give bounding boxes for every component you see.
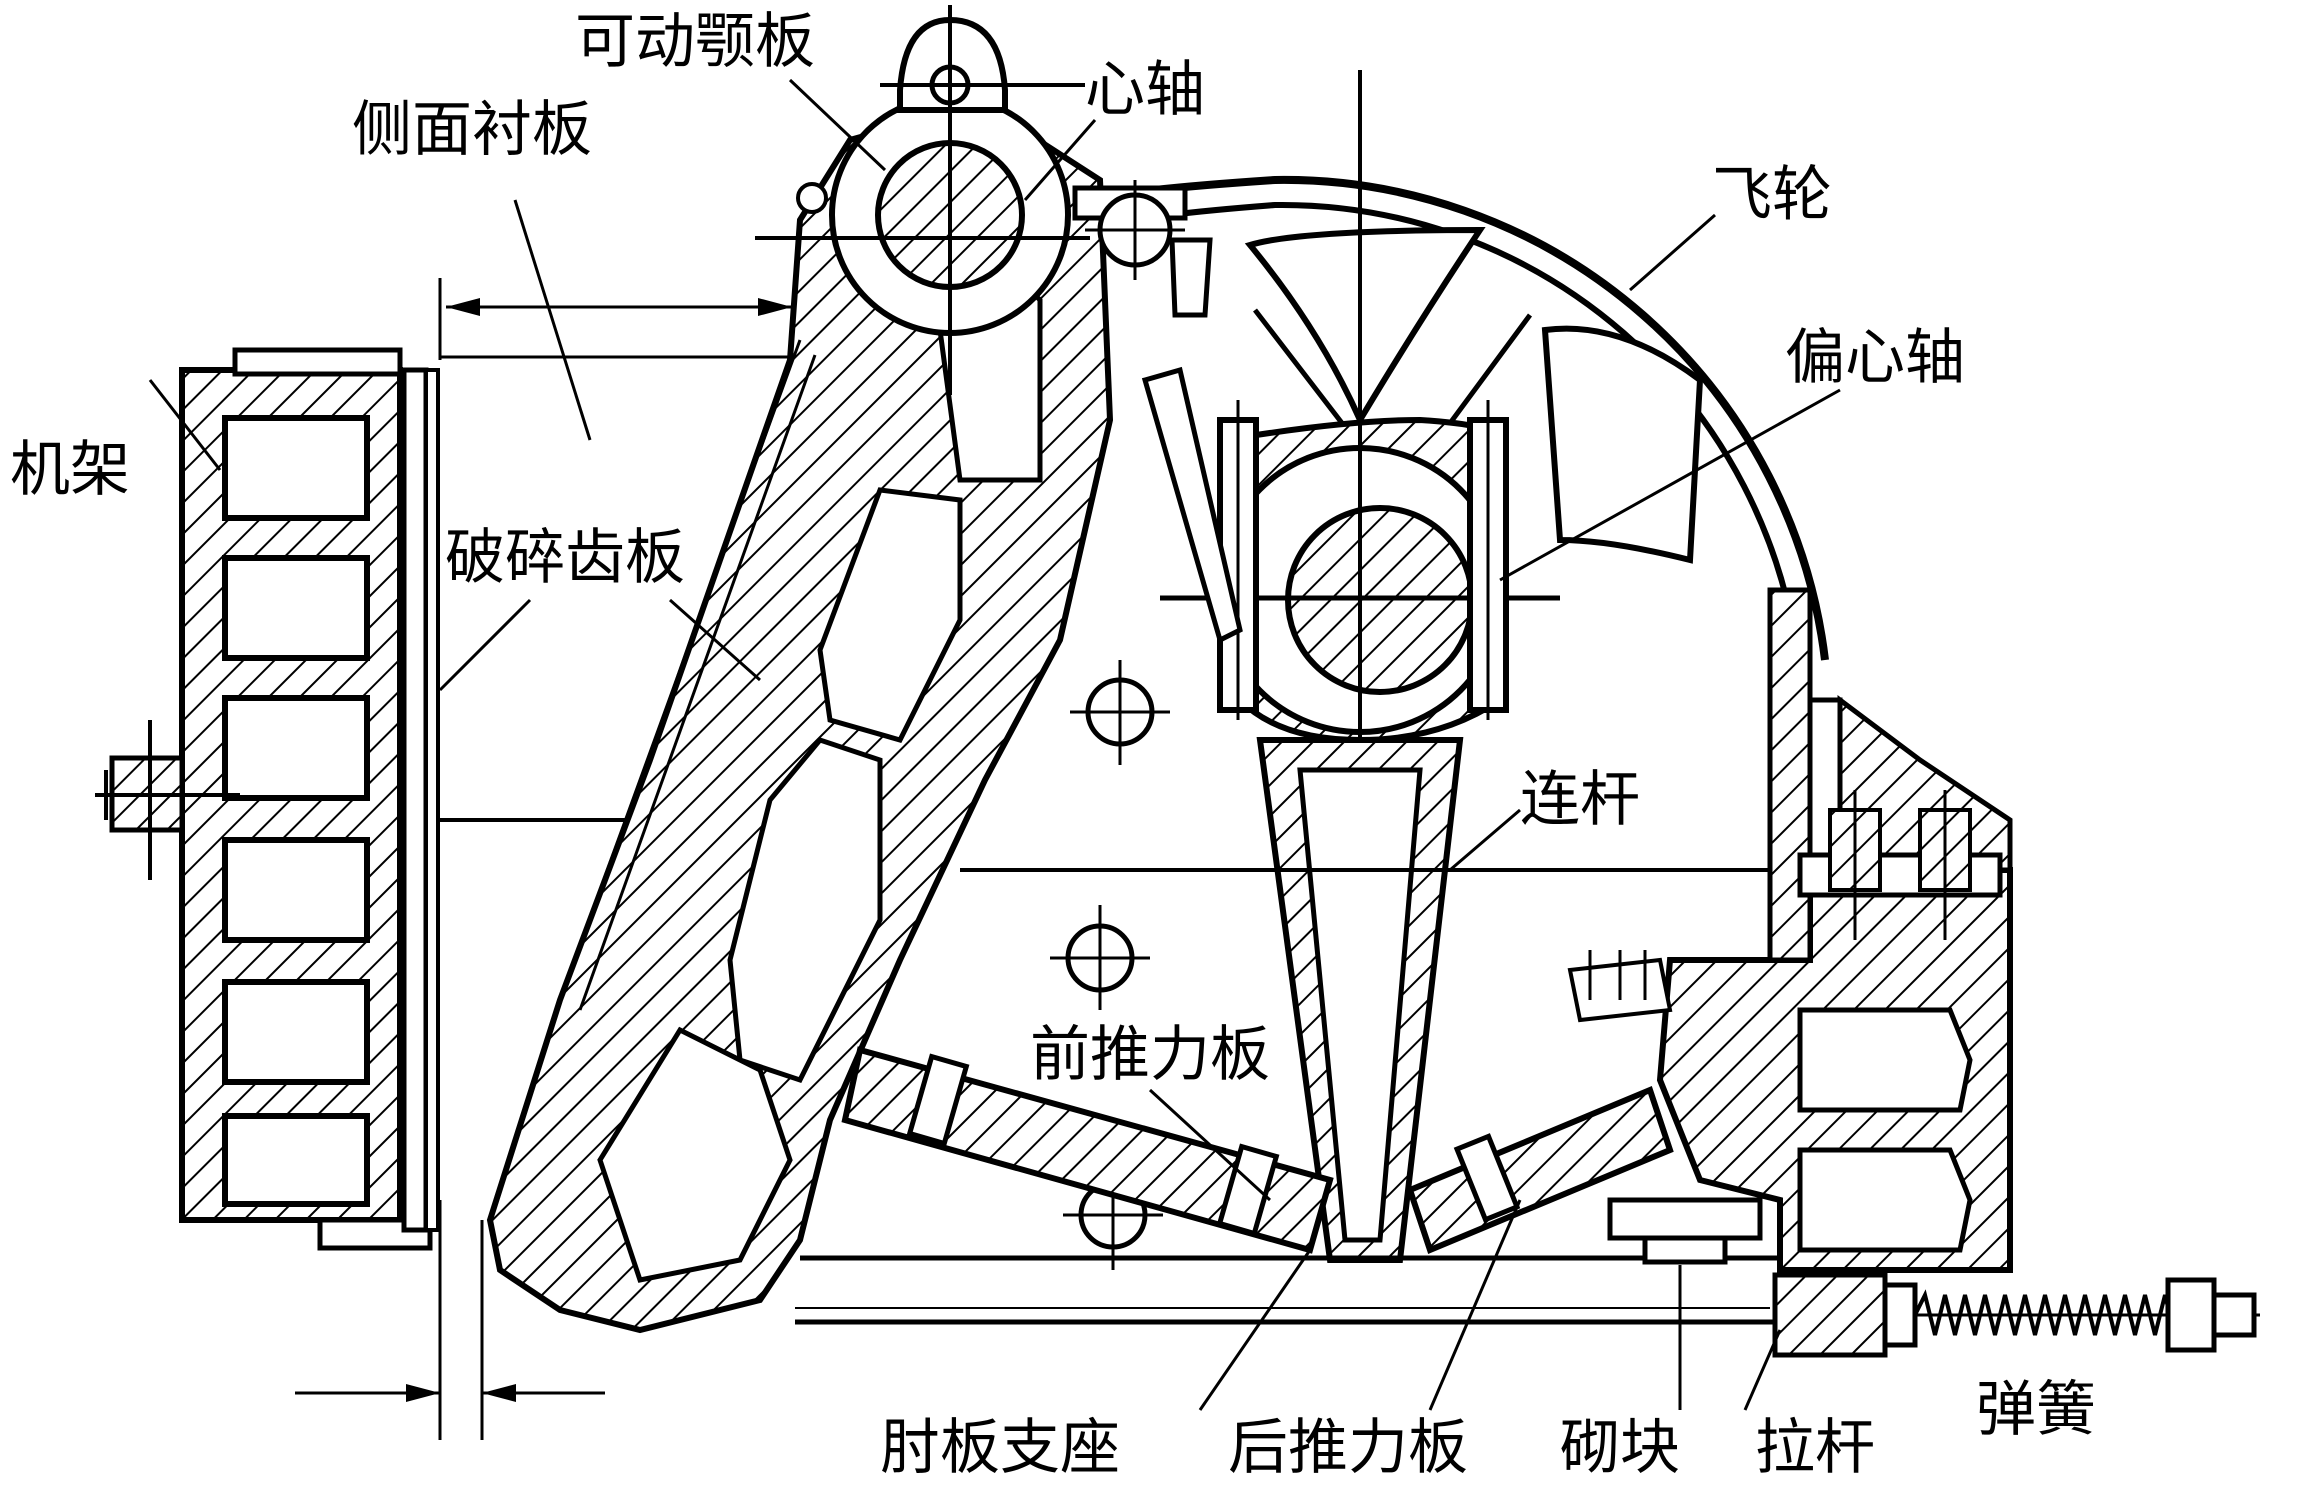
shim-block xyxy=(1567,950,1763,1265)
dimension-bottom xyxy=(295,1384,605,1402)
label-spindle: 心轴 xyxy=(1085,55,1205,125)
label-rear-toggle: 后推力板 xyxy=(1228,1413,1468,1483)
eccentric-shaft xyxy=(1160,70,1560,1240)
label-eccentric-shaft: 偏心轴 xyxy=(1785,323,1965,393)
leader-lines xyxy=(148,78,1841,1411)
labels: 可动颚板 心轴 侧面衬板 飞轮 偏心轴 机架 破碎齿板 连杆 前推力板 肘板支座… xyxy=(10,7,2096,1483)
frame-horizontal-lines xyxy=(795,868,1970,1325)
label-front-toggle: 前推力板 xyxy=(1030,1020,1270,1090)
frame-left-wall xyxy=(179,347,433,1251)
tie-rod-spring xyxy=(1772,1272,2260,1358)
label-tie-rod: 拉杆 xyxy=(1755,1413,1875,1483)
frame-side-bolt xyxy=(95,720,240,880)
frame-rear-block xyxy=(1656,587,2013,1273)
movable-jaw xyxy=(486,111,1114,1334)
dimension-top xyxy=(440,290,802,360)
rod-guide xyxy=(1141,366,1243,644)
frame-bolts xyxy=(1828,790,1972,940)
label-shim-block: 砌块 xyxy=(1560,1413,1680,1483)
label-frame: 机架 xyxy=(10,435,130,505)
label-crushing-plate: 破碎齿板 xyxy=(445,523,685,593)
label-side-liner: 侧面衬板 xyxy=(352,95,592,165)
rear-toggle-plate xyxy=(1406,1085,1674,1255)
label-spring: 弹簧 xyxy=(1976,1375,2096,1445)
label-toggle-seat: 肘板支座 xyxy=(880,1413,1120,1483)
spindle-hanger xyxy=(880,5,1085,130)
label-movable-jaw: 可动颚板 xyxy=(575,7,815,77)
spindle xyxy=(755,40,1090,395)
label-connecting-rod: 连杆 xyxy=(1520,765,1640,835)
label-flywheel: 飞轮 xyxy=(1712,160,1832,230)
flywheel xyxy=(1072,175,1829,661)
